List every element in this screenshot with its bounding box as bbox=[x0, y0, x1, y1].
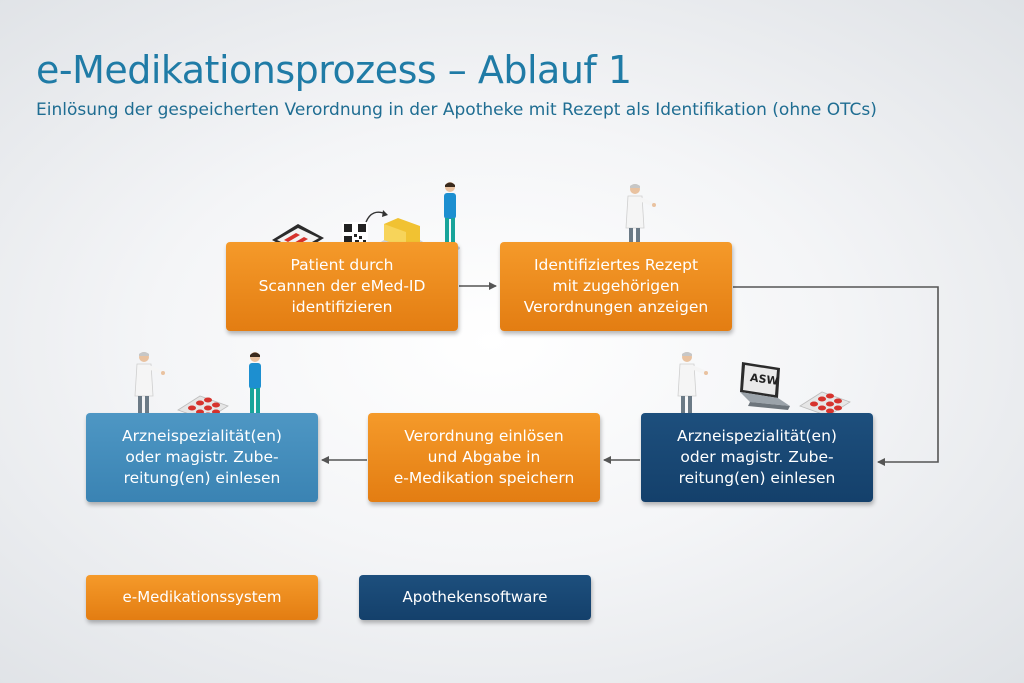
page-title: e-Medikationsprozess – Ablauf 1 bbox=[36, 48, 632, 92]
legend-label: e-Medikationssystem bbox=[122, 588, 282, 606]
step-label: Arzneispezialität(en) oder magistr. Zube… bbox=[122, 427, 282, 487]
laptop-drawing bbox=[740, 362, 790, 410]
patient-icon bbox=[245, 352, 265, 421]
arrow-step2-to-step3 bbox=[733, 286, 939, 466]
step-label: Verordnung einlösen und Abgabe in e-Medi… bbox=[393, 427, 575, 487]
step-scan-medication-handover: Arzneispezialität(en) oder magistr. Zube… bbox=[86, 413, 318, 502]
legend-emedication-system: e-Medikationssystem bbox=[86, 575, 318, 620]
pharmacist-icon bbox=[677, 352, 708, 421]
step-show-prescription: Identifiziertes Rezept mit zugehörigen V… bbox=[500, 242, 732, 331]
legend-label: Apothekensoftware bbox=[402, 588, 548, 606]
laptop-icon: ASW bbox=[728, 360, 792, 416]
step-scan-medication-software: Arzneispezialität(en) oder magistr. Zube… bbox=[641, 413, 873, 502]
step-label: Patient durch Scannen der eMed-ID identi… bbox=[258, 256, 426, 316]
step-redeem-and-store: Verordnung einlösen und Abgabe in e-Medi… bbox=[368, 413, 600, 502]
step-identify-patient: Patient durch Scannen der eMed-ID identi… bbox=[226, 242, 458, 331]
step-label: Identifiziertes Rezept mit zugehörigen V… bbox=[523, 256, 709, 316]
pharmacist-icon bbox=[134, 352, 165, 421]
scan-arrow-icon bbox=[365, 210, 388, 223]
legend-pharmacy-software: Apothekensoftware bbox=[359, 575, 591, 620]
blister-pack-icon bbox=[799, 391, 851, 417]
step-label: Arzneispezialität(en) oder magistr. Zube… bbox=[677, 427, 837, 487]
page-subtitle: Einlösung der gespeicherten Verordnung i… bbox=[36, 100, 877, 120]
